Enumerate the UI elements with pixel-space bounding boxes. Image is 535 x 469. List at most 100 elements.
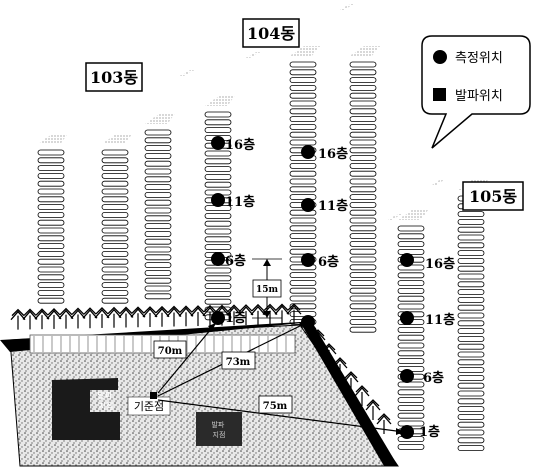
measurement-dot [301,253,315,267]
roof-hatch [398,210,428,220]
window-slot [398,382,424,387]
measurement-dot [211,252,225,266]
building-103-box: 103동 [86,63,142,91]
measurement-dot [211,136,225,150]
window-slot [350,288,376,293]
window-slot [38,181,64,186]
window-slot [458,399,484,404]
window-slot [290,288,316,293]
window-slot [458,391,484,396]
window-slot [398,281,424,286]
dim-70m-label: 70m [158,346,183,357]
window-slot [398,444,424,449]
window-slot [290,85,316,90]
window-slot [145,239,171,244]
window-slot [145,169,171,174]
legend-circle-icon [433,50,447,64]
window-slot [398,304,424,309]
building-103-label: 103동 [90,68,138,87]
window-slot [38,197,64,202]
window-slot [398,359,424,364]
window-slot [38,283,64,288]
window-slot [205,221,231,226]
window-slot [458,344,484,349]
window-slot [38,290,64,295]
window-slot [350,78,376,83]
window-slot [290,140,316,145]
roof-hatch [246,52,260,58]
window-slot [350,179,376,184]
window-slot [350,70,376,75]
window-slot [350,319,376,324]
window-slot [290,210,316,215]
window-slot [38,236,64,241]
dim-15m-label: 15m [256,285,279,295]
window-slot [102,205,128,210]
window-slot [38,189,64,194]
measurement-dot [211,311,225,325]
window-slot [102,189,128,194]
window-slot [38,228,64,233]
window-slot [458,446,484,451]
window-slot [102,251,128,256]
b104-floor16-label: 16층 [318,146,348,162]
window-slot [398,265,424,270]
window-slot [350,171,376,176]
window-slot [145,231,171,236]
roof-hatch [205,96,235,106]
window-slot [38,244,64,249]
window-slot [350,280,376,285]
window-slot [205,174,231,179]
window-slot [145,294,171,299]
window-slot [290,124,316,129]
window-slot [145,216,171,221]
roof-hatch [102,134,132,144]
window-slot [145,270,171,275]
window-slot [290,93,316,98]
window-slot [102,298,128,303]
window-slot [38,251,64,256]
window-slot [102,212,128,217]
window-slot [290,171,316,176]
window-slot [102,236,128,241]
window-slot [205,245,231,250]
measurement-dot [211,193,225,207]
roof-hatch [340,4,354,10]
window-slot [290,117,316,122]
dim-75m: 75m [259,396,292,413]
window-slot [38,150,64,155]
window-slot [290,179,316,184]
window-slot [290,62,316,67]
window-slot [350,156,376,161]
window-slot [38,267,64,272]
measurement-dot [400,425,414,439]
window-slot [145,138,171,143]
window-slot [398,351,424,356]
window-slot [458,313,484,318]
window-slot [350,273,376,278]
window-slot [458,212,484,217]
window-slot [458,251,484,256]
dim-73m-label: 73m [226,357,251,368]
window-slot [145,185,171,190]
window-slot [38,212,64,217]
window-slot [290,218,316,223]
window-slot [205,291,231,296]
legend-square-icon [433,88,446,101]
window-slot [290,241,316,246]
window-slot [102,283,128,288]
window-slot [145,146,171,151]
window-slot [290,249,316,254]
b105-floor11-label: 11층 [425,312,455,328]
window-slot [290,195,316,200]
window-slot [398,288,424,293]
window-slot [458,414,484,419]
window-slot [398,405,424,410]
window-slot [290,273,316,278]
window-slot [102,244,128,249]
legend-blast-label: 발파위치 [455,89,503,104]
window-slot [350,195,376,200]
window-slot [458,235,484,240]
window-slot [290,226,316,231]
